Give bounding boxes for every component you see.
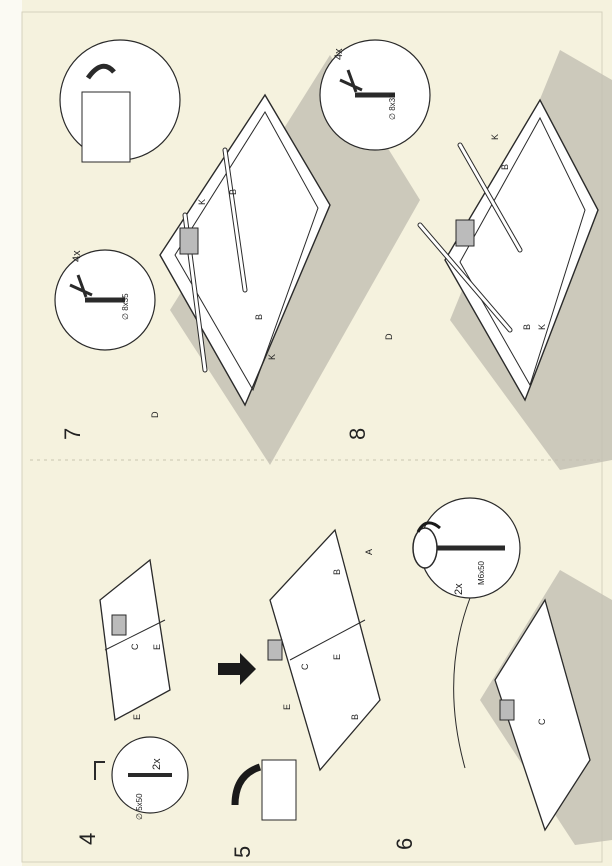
part-label-c-1: C bbox=[130, 643, 140, 650]
step-number-6: 6 bbox=[392, 838, 417, 850]
scan-edge bbox=[0, 0, 22, 866]
part-label-b-4: B bbox=[522, 324, 532, 330]
rail-d-8b-face bbox=[458, 143, 522, 252]
frame-4 bbox=[99, 558, 171, 722]
part-label-k-2: K bbox=[267, 354, 277, 360]
bolt-size-label: M6x50 bbox=[477, 560, 486, 585]
frame-5 bbox=[269, 528, 381, 772]
dowel-size-label-a: ∅ 8x35 bbox=[121, 293, 130, 320]
rotate-arrow-icon bbox=[416, 521, 441, 533]
part-label-k-1: K bbox=[197, 199, 207, 205]
bracket-5 bbox=[267, 639, 283, 661]
step-6-illustration bbox=[412, 497, 612, 845]
part-label-k-4: K bbox=[537, 324, 547, 330]
qty-label-2x-a: 2x bbox=[151, 758, 163, 770]
part-label-b-6: B bbox=[350, 714, 360, 720]
qty-label-4x-b: 4x bbox=[333, 48, 345, 60]
bracket-6 bbox=[499, 699, 515, 721]
hammer-icon-8 bbox=[339, 69, 363, 93]
part-label-e-2: E bbox=[152, 644, 162, 650]
step-7-illustration bbox=[54, 39, 420, 465]
part-label-b-3: B bbox=[500, 164, 510, 170]
step-number-7: 7 bbox=[60, 428, 85, 440]
rail-d-8a-face bbox=[418, 223, 512, 332]
bracket-4 bbox=[111, 614, 127, 636]
center-bracket-8 bbox=[455, 219, 475, 247]
part-label-b-2: B bbox=[254, 314, 264, 320]
part-label-e-3: E bbox=[282, 704, 292, 710]
step-number-8: 8 bbox=[345, 428, 370, 440]
frame-5-divider bbox=[289, 619, 366, 661]
part-label-d-2: D bbox=[384, 333, 394, 340]
rail-d-7b-face bbox=[223, 148, 247, 292]
bed-frame-7-inner bbox=[174, 111, 319, 392]
step-5-illustration bbox=[218, 528, 381, 821]
knob-icon bbox=[412, 527, 438, 569]
frame-4-divider bbox=[104, 619, 166, 651]
panel-detail-7b bbox=[81, 91, 131, 163]
bed-frame-8-inner bbox=[459, 116, 586, 387]
qty-label-4x-a: 4x bbox=[71, 250, 83, 262]
hammer-icon-7 bbox=[69, 274, 93, 298]
bed-frame-7 bbox=[159, 93, 331, 407]
allen-key-icon bbox=[94, 761, 105, 780]
dowel-size-label-b: ∅ 8x35 bbox=[388, 93, 397, 120]
part-label-a: A bbox=[364, 549, 374, 555]
part-label-d-1: D bbox=[150, 411, 160, 418]
frame-6 bbox=[494, 598, 591, 832]
screw-size-label: ∅ 5x50 bbox=[135, 793, 144, 820]
down-arrow-icon bbox=[218, 653, 256, 685]
curved-arrow-icon bbox=[85, 63, 116, 80]
part-label-e-4: E bbox=[332, 654, 342, 660]
qty-label-2x-b: 2x bbox=[453, 583, 465, 595]
step-number-5: 5 bbox=[230, 846, 255, 858]
flipped-frame-5 bbox=[261, 759, 297, 821]
step-4-illustration bbox=[94, 558, 189, 814]
part-label-c-2: C bbox=[300, 663, 310, 670]
part-label-c-3: C bbox=[537, 718, 547, 725]
center-bracket-7 bbox=[179, 227, 199, 255]
part-label-e-1: E bbox=[132, 714, 142, 720]
part-label-b-5: B bbox=[332, 569, 342, 575]
leader-line-6 bbox=[453, 597, 471, 769]
part-label-k-3: K bbox=[490, 134, 500, 140]
part-label-b-1: B bbox=[228, 189, 238, 195]
step-8-illustration bbox=[319, 39, 612, 470]
step-number-4: 4 bbox=[75, 833, 100, 845]
flip-arrow-icon bbox=[231, 763, 262, 806]
